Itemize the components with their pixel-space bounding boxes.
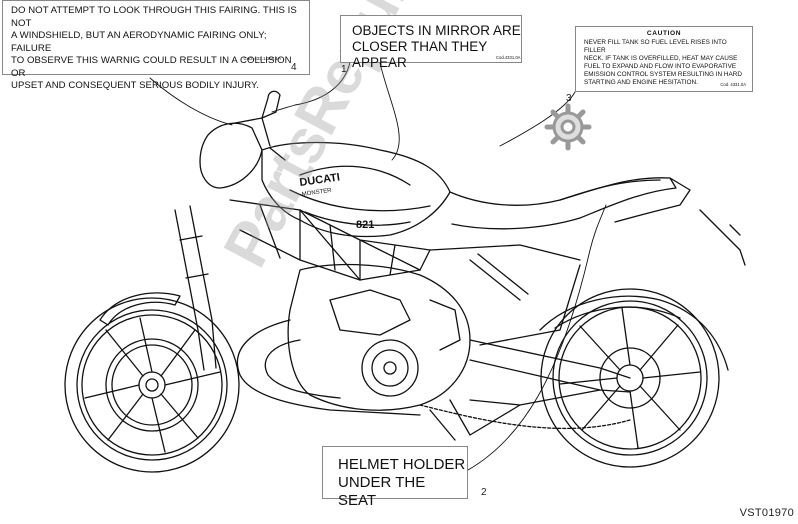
windshield-warning-text: DO NOT ATTEMPT TO LOOK THROUGH THIS FAIR… [11,5,297,91]
callout-number-2: 2 [481,487,487,498]
leader-line-1 [271,61,351,113]
windshield-warning-label: DO NOT ATTEMPT TO LOOK THROUGH THIS FAIR… [2,0,310,91]
fuel-caution-label: CAUTION NEVER FILL TANK SO FUEL LEVEL RI… [575,26,753,92]
tank-model-logo: MONSTER [301,188,332,198]
callout-number-3: 3 [566,93,572,104]
helmet-holder-text: HELMET HOLDER UNDER THE SEAT [338,456,466,509]
mirror-label-code: Cod.4331.0A [496,55,521,60]
leader-line-3 [499,91,576,147]
mirror-warning-label: OBJECTS IN MIRROR ARE CLOSER THAN THEY A… [340,15,522,70]
callout-number-1: 1 [341,64,347,75]
front-wheel [64,297,240,473]
callout-number-4: 4 [291,62,297,73]
leader-line-2 [467,204,607,471]
mirror-warning-text: OBJECTS IN MIRROR ARE CLOSER THAN THEY A… [352,23,521,70]
leader-line-1b [379,62,400,161]
helmet-holder-label: HELMET HOLDER UNDER THE SEAT [322,446,468,509]
caution-heading: CAUTION [646,30,682,37]
gear-icon [544,103,592,151]
tank-model-badge: 821 [356,219,374,231]
caution-label-code: Cod. 4331.0A [720,82,746,87]
caution-text: NEVER FILL TANK SO FUEL LEVEL RISES INTO… [584,39,743,87]
drawing-reference-code: VST01970 [739,507,794,519]
tank-brand-logo: DUCATI [299,171,341,189]
leader-line-4 [149,77,233,126]
windshield-label-code: Cod. 433.1.165.1A [243,56,281,61]
rear-wheel [540,288,720,468]
